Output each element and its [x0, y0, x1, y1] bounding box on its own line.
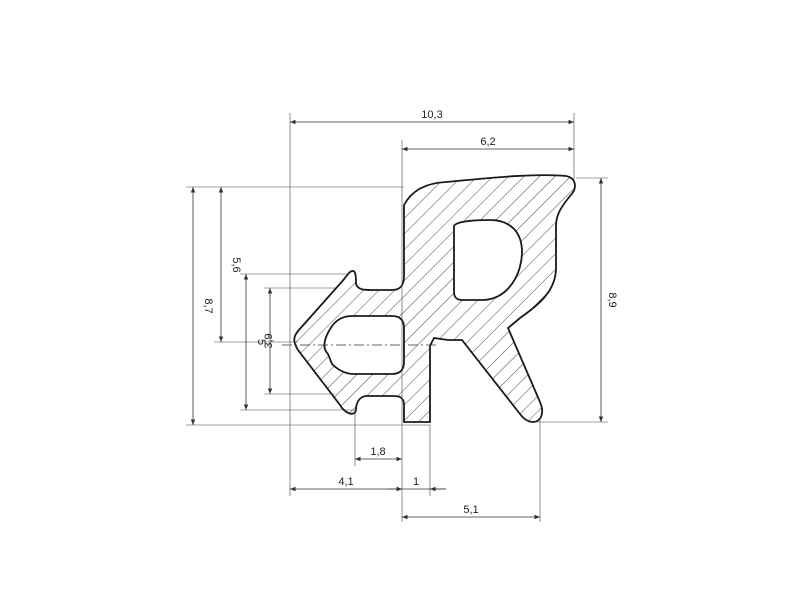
dimension-lines: [190, 119, 604, 520]
profile-outline: [293, 174, 576, 423]
dim-top-right-width: 6,2: [480, 136, 495, 148]
dim-cavity-height: 3,9: [263, 333, 275, 348]
dimension-labels: 10,3 6,2 8,9 8,7 5,6 5 3,9 1,8 4,1 1 5,1: [202, 109, 618, 516]
dim-overall-width: 10,3: [421, 109, 442, 121]
dim-arrow-height: 5: [255, 339, 267, 345]
dim-lower-left-width: 4,1: [338, 476, 353, 488]
dim-left-upper-height: 5,6: [230, 257, 242, 272]
dim-left-overall-height: 8,7: [202, 298, 214, 313]
seal-profile: [293, 174, 576, 423]
dim-right-height: 8,9: [606, 292, 618, 307]
dim-neck-width: 1: [413, 476, 419, 488]
dim-gap-width: 1,8: [370, 446, 385, 458]
dim-bottom-right-width: 5,1: [463, 504, 478, 516]
